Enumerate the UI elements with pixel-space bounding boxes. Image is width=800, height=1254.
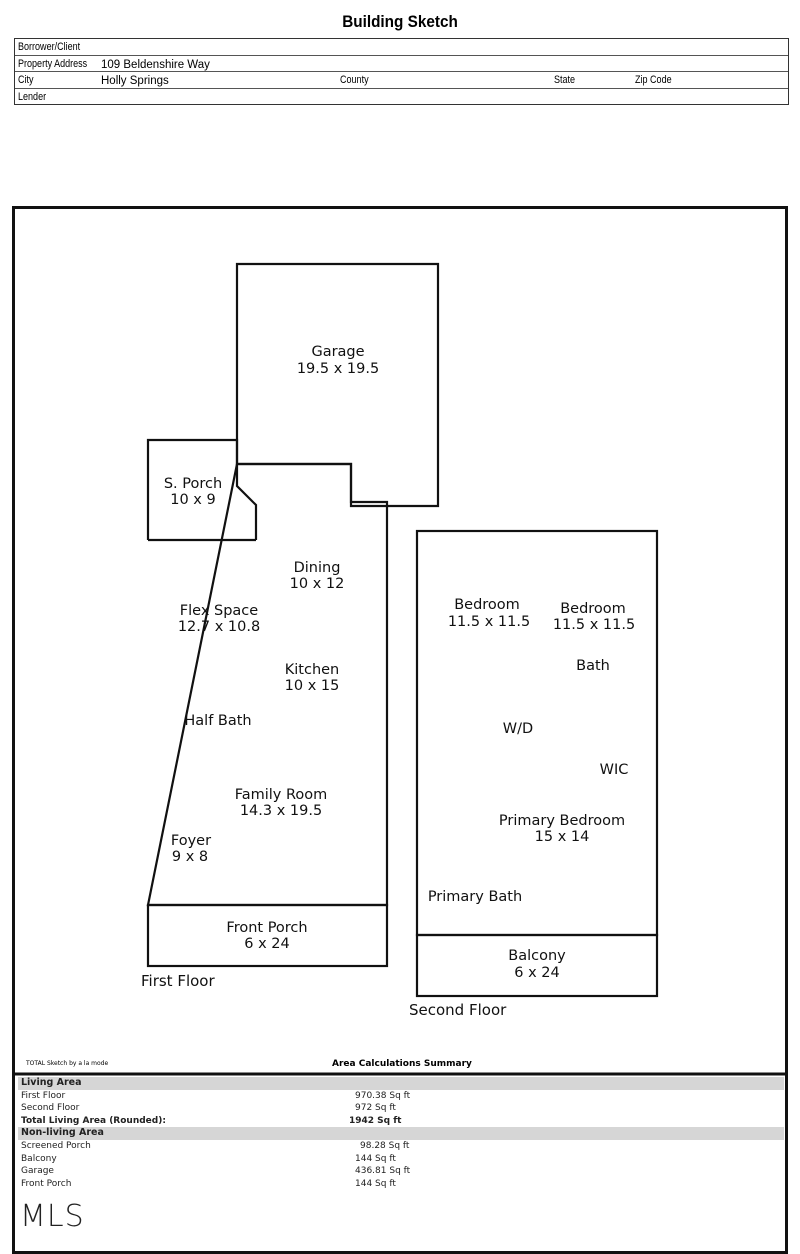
room-name: Dining [294, 560, 341, 576]
summary-row: Front Porch 144 Sq ft [21, 1178, 784, 1191]
row-value: 970.38 Sq ft [355, 1090, 411, 1101]
room-dims: 19.5 x 19.5 [297, 361, 379, 377]
balcony-outline [415, 933, 659, 998]
room-name: Half Bath [184, 713, 251, 729]
county-label: County [340, 74, 369, 86]
row-label: Balcony [21, 1153, 57, 1164]
row-value: 436.81 Sq ft [355, 1166, 411, 1177]
row-label: Garage [21, 1166, 54, 1177]
summary-row: Screened Porch 98.28 Sq ft [21, 1140, 784, 1153]
summary-row: Balcony 144 Sq ft [21, 1153, 784, 1166]
summary-row: Garage 436.81 Sq ft [21, 1165, 784, 1178]
room-name: Bedroom [454, 597, 520, 613]
garage-outline [235, 262, 440, 508]
room-name: Primary Bedroom [499, 813, 625, 829]
city-row: City Holly Springs County State Zip Code [15, 72, 788, 89]
address-row: Property Address 109 Beldenshire Way [15, 56, 788, 72]
room-name: Balcony [508, 948, 566, 964]
room-name: Garage [311, 344, 364, 360]
room-dims: 10 x 9 [170, 492, 215, 508]
room-dims: 14.3 x 19.5 [240, 803, 322, 819]
row-label: First Floor [21, 1090, 66, 1101]
second-floor-outline [415, 529, 659, 937]
row-value: 144 Sq ft [355, 1153, 396, 1164]
room-dims: 10 x 12 [290, 576, 345, 592]
row-label: Front Porch [21, 1178, 72, 1189]
zip-label: Zip Code [635, 74, 672, 86]
area-summary: Living Area First Floor 970.38 Sq ft Seco… [18, 1077, 784, 1191]
room-name: Bath [576, 658, 610, 674]
room-dims: 10 x 15 [285, 678, 340, 694]
room-dims: 15 x 14 [535, 829, 590, 845]
address-value: 109 Beldenshire Way [101, 58, 210, 71]
room-name: Primary Bath [428, 889, 522, 905]
living-area-header: Living Area [18, 1077, 784, 1090]
row-label: Screened Porch [21, 1140, 91, 1151]
room-name: Kitchen [285, 662, 340, 678]
room-dims: 9 x 8 [172, 849, 208, 865]
room-dims: 6 x 24 [244, 936, 289, 952]
row-label: Total Living Area (Rounded): [21, 1115, 166, 1126]
mls-watermark: MLS [20, 1199, 85, 1234]
room-name: Foyer [171, 833, 211, 849]
room-name: S. Porch [164, 476, 222, 492]
address-label: Property Address [18, 57, 88, 70]
borrower-label: Borrower/Client [18, 41, 81, 53]
room-name: Bedroom [560, 601, 626, 617]
first-floor-label: First Floor [141, 972, 215, 990]
nonliving-area-header: Non-living Area [18, 1127, 784, 1140]
sketch-frame [12, 206, 788, 1254]
row-value: 1942 Sq ft [349, 1115, 402, 1126]
header-table: Borrower/Client Property Address 109 Bel… [14, 38, 789, 105]
lender-label: Lender [18, 90, 47, 103]
second-floor-label: Second Floor [409, 1001, 507, 1019]
state-label: State [554, 74, 576, 86]
room-labels: Garage 19.5 x 19.5 S. Porch 10 x 9 Dinin… [164, 344, 635, 981]
room-dims: 6 x 24 [514, 965, 559, 981]
room-name: W/D [503, 721, 533, 737]
summary-title: Area Calculations Summary [332, 1059, 472, 1069]
room-name: Family Room [235, 787, 328, 803]
room-dims: 12.7 x 10.8 [178, 619, 260, 635]
city-value: Holly Springs [101, 75, 169, 87]
row-value: 972 Sq ft [355, 1103, 396, 1114]
sketch-credit: TOTAL Sketch by a la mode [26, 1060, 109, 1067]
front-porch-outline [146, 903, 389, 968]
row-label: Second Floor [21, 1103, 80, 1114]
lender-row: Lender [15, 89, 788, 105]
room-dims: 11.5 x 11.5 [448, 614, 530, 630]
room-name: Front Porch [226, 920, 307, 936]
row-value: 144 Sq ft [355, 1178, 396, 1189]
room-name: WIC [600, 762, 629, 778]
city-label: City [18, 74, 34, 86]
page-title: Building Sketch [342, 12, 458, 31]
summary-row: First Floor 970.38 Sq ft [21, 1090, 784, 1103]
row-value: 98.28 Sq ft [360, 1140, 410, 1151]
room-dims: 11.5 x 11.5 [553, 617, 635, 633]
summary-row: Second Floor 972 Sq ft [21, 1102, 784, 1115]
borrower-row: Borrower/Client [15, 39, 788, 56]
room-name: Flex Space [180, 603, 258, 619]
total-row: Total Living Area (Rounded): 1942 Sq ft [21, 1115, 784, 1128]
